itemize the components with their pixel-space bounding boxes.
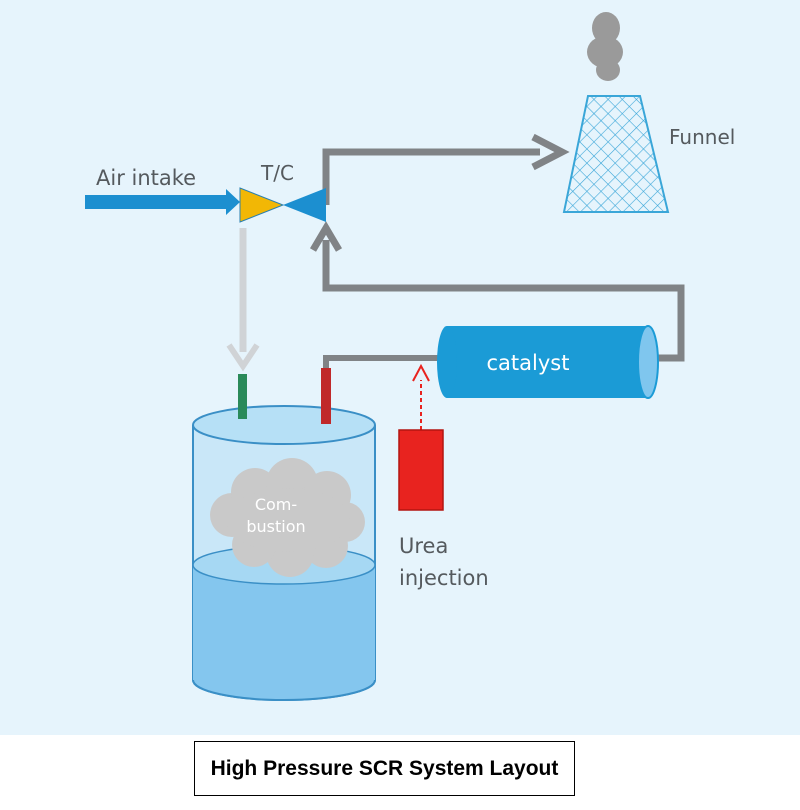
exhaust-pipe-to-funnel bbox=[322, 148, 540, 205]
catalyst-label: catalyst bbox=[487, 351, 570, 375]
charge-air-arrowhead bbox=[226, 343, 260, 372]
combustion-cloud bbox=[210, 458, 365, 577]
air-intake-label: Air intake bbox=[96, 166, 196, 190]
catalyst-cylinder bbox=[437, 325, 659, 399]
funnel-label: Funnel bbox=[669, 125, 735, 149]
turbocharger-compressor bbox=[239, 187, 285, 223]
engine-to-catalyst-pipe bbox=[323, 355, 452, 368]
urea-arrowhead bbox=[412, 363, 430, 382]
diagram-background bbox=[0, 0, 800, 735]
scr-system-diagram: Air intake T/C Funnel catalyst Urea inje… bbox=[0, 0, 800, 735]
urea-label-line1: Urea bbox=[399, 534, 448, 558]
turbocharger-label: T/C bbox=[260, 161, 294, 185]
urea-label-line2: injection bbox=[399, 566, 489, 590]
combustion-label-line1: Com- bbox=[255, 495, 297, 514]
caption-title: High Pressure SCR System Layout bbox=[210, 756, 559, 780]
smoke-plume bbox=[587, 12, 623, 81]
engine-outlet-pipe bbox=[321, 368, 331, 424]
engine-inlet-pipe bbox=[238, 374, 247, 419]
catalyst-return-pipe bbox=[322, 240, 685, 362]
return-arrowhead bbox=[309, 221, 343, 252]
air-intake-arrow bbox=[85, 189, 240, 215]
turbocharger-turbine bbox=[283, 188, 326, 222]
caption-box: High Pressure SCR System Layout bbox=[194, 741, 575, 796]
urea-tank bbox=[398, 429, 444, 511]
exhaust-arrowhead bbox=[531, 133, 570, 171]
funnel-stack bbox=[562, 95, 670, 213]
combustion-label-line2: bustion bbox=[246, 517, 305, 536]
